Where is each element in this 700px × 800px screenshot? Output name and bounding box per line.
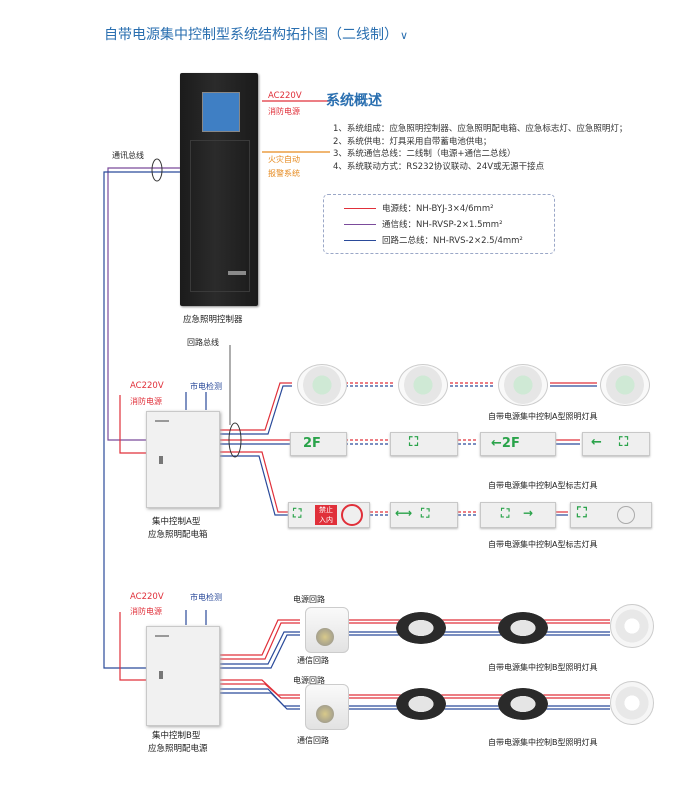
prohibition-icon bbox=[341, 504, 363, 526]
b-spotlight-1 bbox=[305, 607, 349, 653]
chevron-down-icon[interactable]: ∨ bbox=[400, 29, 409, 42]
box-a-ac-label: AC220V bbox=[130, 381, 164, 391]
a-sign-bidirectional: ⟷ ⛶ bbox=[390, 502, 458, 528]
b-power-loop-2: 电源回路 bbox=[293, 676, 325, 685]
box-b-mains-detect: 市电检测 bbox=[190, 593, 222, 602]
box-a-name-1: 集中控制A型 bbox=[152, 517, 201, 527]
cable-legend: 电源线：NH-BYJ-3×4/6mm² 通信线：NH-RVSP-2×1.5mm²… bbox=[323, 194, 555, 254]
box-a-mains-detect: 市电检测 bbox=[190, 382, 222, 391]
controller-fire-alarm-2: 报警系统 bbox=[268, 169, 300, 178]
b-round-lamp-1 bbox=[610, 604, 654, 648]
box-b-ac-label: AC220V bbox=[130, 592, 164, 602]
legend-swatch-bus bbox=[344, 239, 376, 242]
b-downlight-2 bbox=[498, 612, 548, 644]
comm-bus-clamp-icon bbox=[151, 158, 163, 182]
controller-fire-alarm-1: 火灾自动 bbox=[268, 155, 300, 164]
legend-swatch-comm bbox=[344, 223, 376, 226]
right-arrow-icon: → bbox=[523, 506, 534, 520]
exit-runner-icon: ⛶ bbox=[619, 435, 629, 450]
a-ceiling-lamp-2 bbox=[398, 364, 448, 406]
a-sign-exit: ⛶ bbox=[390, 432, 458, 456]
loop-bus-clamp-icon bbox=[228, 422, 242, 458]
a-ceiling-lamp-4 bbox=[600, 364, 650, 406]
b-spotlight-2 bbox=[305, 684, 349, 730]
comm-bus-line-b bbox=[103, 171, 180, 669]
overview-list: 1、系统组成：应急照明控制器、应急照明配电箱、应急标志灯、应急照明灯； 2、系统… bbox=[333, 123, 627, 173]
a-signs-label-1: 自带电源集中控制A型标志灯具 bbox=[488, 481, 598, 490]
b-comm-loop-1: 通信回路 bbox=[297, 656, 329, 665]
b-downlight-4 bbox=[498, 688, 548, 720]
a-sign-no-entry: ⛶ 禁止 入内 bbox=[288, 502, 370, 528]
a-sign-exit-right: ⛶ → bbox=[480, 502, 556, 528]
b-comm-loop-2: 通信回路 bbox=[297, 736, 329, 745]
a-signs-label-2: 自带电源集中控制A型标志灯具 bbox=[488, 540, 598, 549]
overview-heading: 系统概述 bbox=[326, 93, 382, 109]
controller-fire-power: 消防电源 bbox=[268, 107, 300, 116]
a-ceiling-lamp-3 bbox=[498, 364, 548, 406]
a-sign-left-2f: ←2F bbox=[480, 432, 556, 456]
exit-runner-icon: ⛶ bbox=[409, 435, 419, 450]
distribution-box-a bbox=[146, 411, 220, 508]
box-a-fire-power: 消防电源 bbox=[130, 397, 162, 406]
exit-runner-icon: ⛶ bbox=[293, 506, 302, 520]
exit-runner-icon: ⛶ bbox=[501, 506, 510, 520]
overview-item: 1、系统组成：应急照明控制器、应急照明配电箱、应急标志灯、应急照明灯； bbox=[333, 124, 628, 134]
b-lamps-label-2: 自带电源集中控制B型照明灯具 bbox=[488, 738, 598, 747]
b-power-loop-1: 电源回路 bbox=[293, 595, 325, 604]
lamp-indicator-icon bbox=[617, 506, 635, 524]
exit-runner-icon: ⛶ bbox=[421, 506, 430, 520]
controller-name: 应急照明控制器 bbox=[183, 315, 243, 325]
distribution-box-b bbox=[146, 626, 220, 726]
b-lamps-label-1: 自带电源集中控制B型照明灯具 bbox=[488, 663, 598, 672]
box-b-name-2: 应急照明配电源 bbox=[148, 744, 208, 754]
exit-runner-icon: ⛶ bbox=[577, 505, 587, 521]
a-sign-exit-square: ⛶ bbox=[570, 502, 652, 528]
a-sign-left-exit: ← ⛶ bbox=[582, 432, 650, 456]
box-b-fire-power: 消防电源 bbox=[130, 607, 162, 616]
title-text: 自带电源集中控制型系统结构拓扑图（二线制） bbox=[104, 27, 398, 43]
overview-item: 4、系统联动方式：RS232协议联动、24V或无源干接点 bbox=[333, 161, 545, 172]
overview-item: 3、系统通信总线：二线制（电源+通信二总线） bbox=[333, 149, 516, 159]
diagram-title: 自带电源集中控制型系统结构拓扑图（二线制）∨ bbox=[104, 24, 408, 44]
cabinet-door bbox=[190, 140, 250, 292]
cabinet-logo-plate bbox=[228, 271, 246, 275]
comm-bus-line-a bbox=[107, 167, 180, 441]
loop-bus-label: 回路总线 bbox=[187, 338, 219, 347]
legend-row-comm: 通信线：NH-RVSP-2×1.5mm² bbox=[344, 218, 503, 230]
b-downlight-1 bbox=[396, 612, 446, 644]
overview-item: 2、系统供电：灯具采用自带蓄电池供电； bbox=[333, 136, 492, 147]
b-round-lamp-2 bbox=[610, 681, 654, 725]
a-ceiling-lamp-1 bbox=[297, 364, 347, 406]
a-lamps-label: 自带电源集中控制A型照明灯具 bbox=[488, 412, 598, 421]
box-a-name-2: 应急照明配电箱 bbox=[148, 530, 208, 540]
double-arrow-icon: ⟷ bbox=[395, 506, 413, 520]
legend-swatch-power bbox=[344, 207, 376, 210]
a-sign-floor-2f: 2F bbox=[290, 432, 347, 456]
controller-ac-label: AC220V bbox=[268, 91, 302, 101]
legend-row-power: 电源线：NH-BYJ-3×4/6mm² bbox=[344, 202, 494, 214]
b-downlight-3 bbox=[396, 688, 446, 720]
controller-touchscreen bbox=[202, 92, 240, 132]
legend-row-bus: 回路二总线：NH-RVS-2×2.5/4mm² bbox=[344, 234, 523, 246]
box-b-name-1: 集中控制B型 bbox=[152, 731, 201, 741]
comm-bus-label: 通讯总线 bbox=[112, 151, 144, 160]
